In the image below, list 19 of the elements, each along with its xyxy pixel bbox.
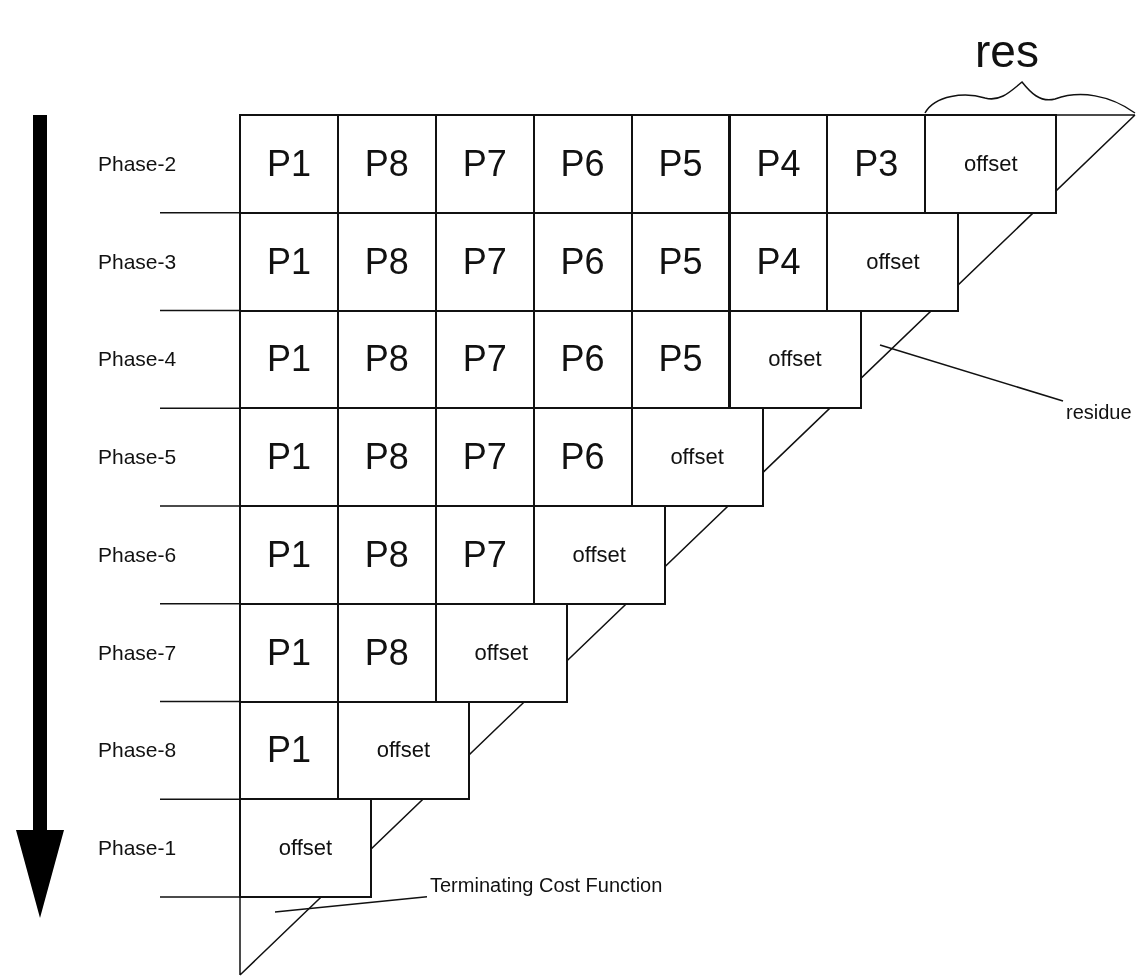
leader-line — [879, 344, 1064, 402]
phase-cell: offset — [728, 309, 862, 410]
annotation-text: Terminating Cost Function — [430, 875, 663, 895]
phase-cell: offset — [924, 114, 1058, 214]
phase-label: Phase-4 — [98, 348, 177, 370]
annotation-text: residue — [1066, 402, 1132, 422]
phase-label: Phase-6 — [98, 543, 177, 565]
phase-label: Phase-5 — [98, 446, 177, 468]
dimension-label: res — [975, 28, 1039, 74]
leader-line — [274, 896, 428, 913]
phase-cell: offset — [239, 798, 372, 898]
phase-cell: P5 — [630, 114, 731, 214]
phase-label: Phase-8 — [98, 739, 177, 761]
phase-label: Phase-3 — [98, 250, 177, 272]
phase-label: Phase-2 — [98, 152, 177, 174]
phase-label: Phase-1 — [98, 837, 177, 859]
phase-cell: P4 — [728, 114, 829, 214]
phase-label: Phase-7 — [98, 641, 177, 663]
phase-cell: P1 — [239, 114, 339, 214]
